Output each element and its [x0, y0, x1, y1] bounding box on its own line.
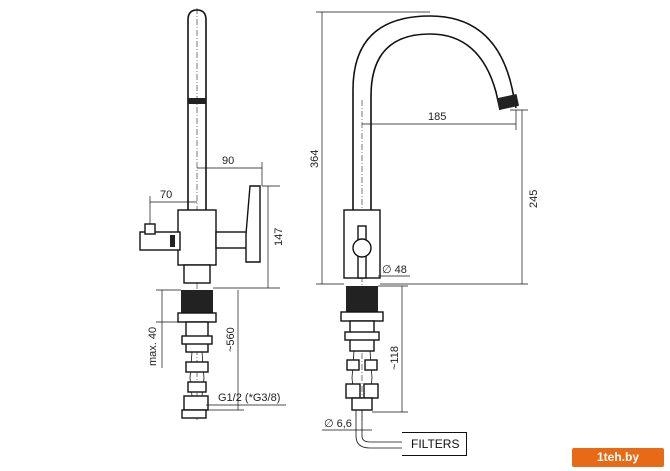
front-filter-tube-outer [355, 410, 402, 449]
side-base-nut [181, 290, 213, 314]
side-spout-pipe [187, 9, 207, 210]
front-base-washer [340, 311, 384, 322]
dim-70-label: 70 [160, 189, 172, 201]
front-base-nut [346, 286, 378, 312]
side-filter-detail [170, 235, 175, 247]
front-hose-fitting-right [363, 383, 379, 399]
front-hose-fitting-left [345, 383, 361, 399]
front-aerator [496, 94, 520, 110]
side-body [177, 209, 217, 266]
front-hose-ferrule-right [364, 359, 378, 371]
dim-90-label: 90 [222, 155, 234, 167]
filters-label: FILTERS [411, 437, 460, 451]
side-hose-fitting-bottom [183, 395, 209, 411]
side-hose-fitting-top [187, 381, 207, 393]
dim-185-label: 185 [428, 111, 446, 123]
side-mount-plate [181, 335, 213, 345]
dim-560-label: ~560 [225, 327, 237, 352]
front-spout-outer [352, 15, 517, 212]
side-body-collar [183, 264, 211, 284]
front-mount-plate [344, 331, 380, 341]
dim-66-label: ∅ 6,6 [324, 418, 352, 430]
front-filter-tube [361, 410, 402, 443]
side-filter-knob [144, 223, 156, 235]
dim-147-label: 147 [273, 228, 285, 246]
dim-118-label: ~118 [389, 346, 401, 370]
dim-thread-label: G1/2 (*G3/8) [218, 392, 280, 404]
front-view: 364 185 245 ∅ 48 ~118 ∅ 6,6 [309, 11, 540, 449]
side-aerator-ring [188, 98, 206, 104]
side-mixer-connector [215, 231, 249, 249]
side-mixer-handle [245, 185, 261, 263]
filters-box [402, 432, 467, 456]
front-handle-knob [352, 238, 372, 258]
dim-364-label: 364 [309, 150, 321, 168]
dim-245-label: 245 [528, 190, 540, 208]
side-hose-nut [181, 409, 207, 419]
watermark-logo: 1teh.by [572, 448, 664, 467]
front-hose-nut [351, 397, 373, 411]
dim-max40-label: max. 40 [147, 327, 159, 366]
front-hose-ferrule-left [346, 359, 360, 371]
side-hose-ferrule [185, 361, 209, 373]
front-spout-inner [370, 33, 501, 212]
dim-48-label: ∅ 48 [382, 264, 407, 276]
side-view: 90 70 147 ~560 max. 40 G1/2 (*G3/8) [139, 8, 286, 420]
side-base-washer [177, 312, 217, 323]
